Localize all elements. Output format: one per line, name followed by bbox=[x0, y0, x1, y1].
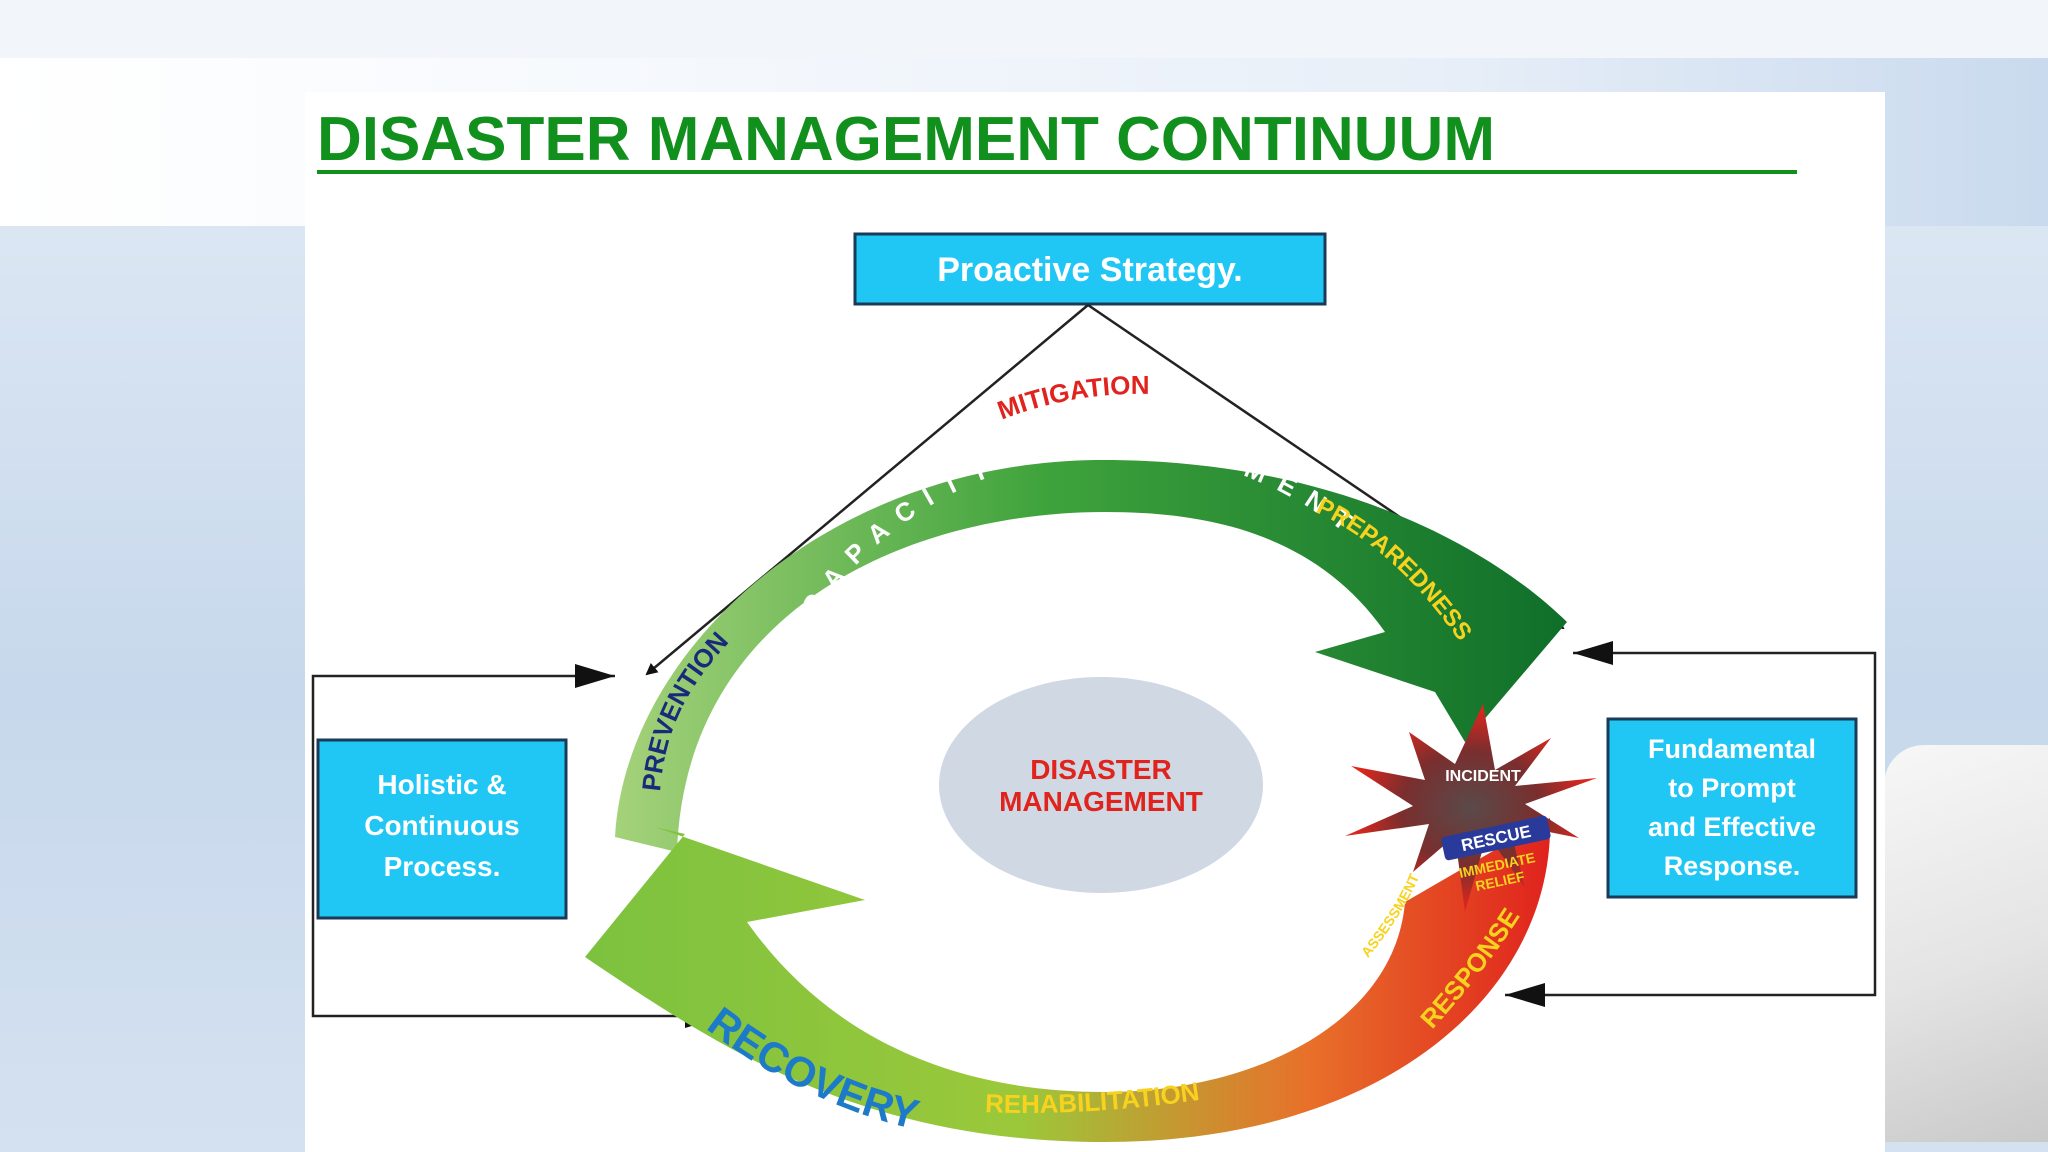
mitigation-text: MITIGATION bbox=[993, 370, 1149, 425]
diagram-title: DISASTER MANAGEMENT CONTINUUM bbox=[317, 105, 1495, 174]
incident-starburst bbox=[1345, 704, 1597, 912]
left-loop-line bbox=[311, 674, 705, 1018]
rescue-tag bbox=[1441, 815, 1551, 861]
top-band bbox=[0, 0, 2048, 58]
incident-label: INCIDENT bbox=[1445, 768, 1521, 785]
proactive-strategy-box bbox=[853, 232, 1327, 306]
holistic-line-3: Process. bbox=[384, 851, 501, 882]
diagram-svg: DISASTER MANAGEMENT CONTINUUM Proactive … bbox=[311, 105, 1877, 1142]
center-line-1: DISASTER bbox=[1030, 754, 1172, 785]
fundamental-line-3: and Effective bbox=[1648, 812, 1816, 842]
proactive-strategy-label: Proactive Strategy. bbox=[937, 251, 1243, 289]
holistic-process-box bbox=[316, 738, 568, 920]
center-line-2: MANAGEMENT bbox=[999, 786, 1203, 817]
holistic-line-1: Holistic & bbox=[377, 769, 506, 800]
fundamental-line-4: Response. bbox=[1664, 851, 1801, 881]
top-green-arc bbox=[615, 459, 1567, 852]
center-ellipse bbox=[939, 677, 1263, 893]
fundamental-line-1: Fundamental bbox=[1648, 734, 1816, 764]
diagram-slide: DISASTER MANAGEMENT CONTINUUM Proactive … bbox=[305, 92, 1885, 1152]
holistic-line-2: Continuous bbox=[364, 810, 520, 841]
fundamental-response-box bbox=[1606, 717, 1858, 899]
bottom-response-arc bbox=[585, 818, 1551, 1142]
connector-to-prevention bbox=[645, 304, 1089, 676]
right-loop-arrowhead-top bbox=[1573, 641, 1613, 665]
left-loop-arrowhead-top bbox=[575, 664, 615, 688]
mitigation-label: MITIGATION bbox=[993, 370, 1149, 425]
top-arc-highlight bbox=[688, 525, 1086, 843]
right-loop-line bbox=[1505, 651, 1877, 997]
right-loop-arrowhead-bottom bbox=[1505, 983, 1545, 1007]
fundamental-line-2: to Prompt bbox=[1668, 773, 1796, 803]
people-photo bbox=[1884, 745, 2048, 1142]
